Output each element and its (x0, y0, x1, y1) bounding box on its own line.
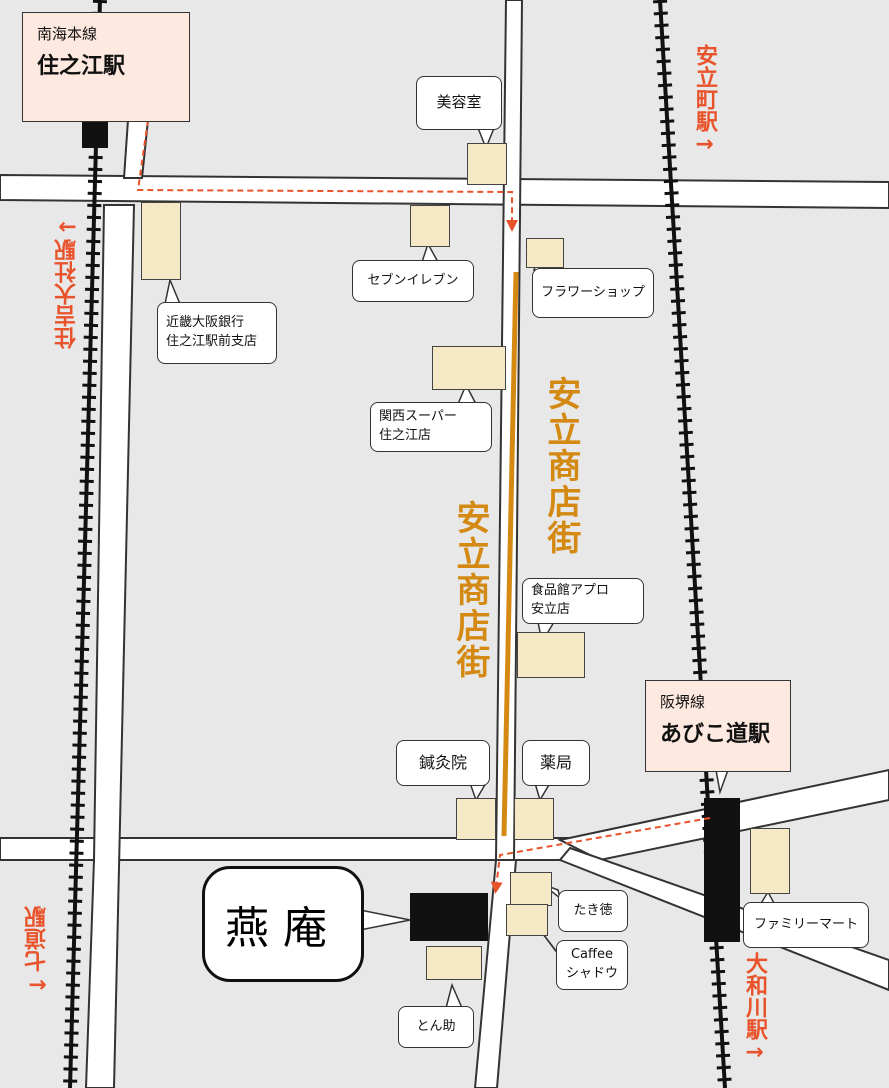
callout-tails (164, 127, 777, 1009)
building-yakkyoku (514, 798, 554, 840)
building-biyoushitsu (467, 143, 507, 185)
callout-family-mart: ファミリーマート (743, 902, 869, 948)
building-shinkyu (456, 798, 496, 840)
direction-yamatogawa: 大和川駅→ (742, 952, 767, 1065)
callout-flower-shop: フラワーショップ (532, 268, 654, 318)
callout-tonsuke: とん助 (398, 1006, 474, 1048)
direction-shichido: ←七道駅 (25, 906, 50, 997)
building-tonsuke (426, 946, 482, 980)
callout-yakkyoku: 薬局 (522, 740, 590, 786)
station-abiko-label: 阪堺線 あびこ道駅 (645, 680, 791, 772)
route-from-abiko (490, 817, 711, 894)
building-destination (410, 893, 488, 941)
street-label-right: 安立商店街 (541, 376, 581, 556)
callout-apuro: 食品館アプロ 安立店 (522, 578, 644, 624)
building-kinki-osaka-bank (141, 202, 181, 280)
road-left (84, 204, 136, 1088)
road-top (0, 173, 889, 210)
station-name: 住之江駅 (37, 54, 126, 79)
destination-label: 燕庵 (202, 866, 364, 982)
callout-shinkyu: 鍼灸院 (396, 740, 490, 786)
railway-nankai (63, 0, 107, 1088)
building-takitoku (510, 872, 552, 906)
building-family-mart (750, 828, 790, 894)
building-caffee-shadow (506, 904, 548, 936)
railways (63, 0, 740, 1088)
station-line-name: 阪堺線 (660, 693, 706, 711)
direction-anryu-machi: 安立町駅→ (692, 44, 717, 157)
callout-biyoushitsu: 美容室 (416, 76, 502, 130)
callout-kansai-super: 関西スーパー 住之江店 (370, 402, 492, 452)
building-apuro (517, 632, 585, 678)
route-from-sumiyoshi (136, 119, 518, 232)
callout-caffee-shadow: Caffee シャドウ (556, 940, 628, 990)
station-line-name: 南海本線 (37, 25, 98, 43)
building-flower-shop (526, 238, 564, 268)
callout-takitoku: たき徳 (558, 890, 628, 932)
building-seven-eleven (410, 205, 450, 247)
callout-seven-eleven: セブンイレブン (352, 260, 474, 302)
platform-abiko (704, 798, 740, 942)
road-center-lower (473, 859, 518, 1088)
station-name: あびこ道駅 (660, 722, 771, 747)
callout-kinki-osaka-bank: 近畿大阪銀行 住之江駅前支店 (157, 302, 277, 364)
direction-sumiyoshi-taisha: 住吉大社駅→ (55, 214, 80, 349)
platform-sumiyoshi (82, 120, 108, 148)
walking-route (136, 119, 711, 894)
station-sumiyoshi-label: 南海本線 住之江駅 (22, 12, 190, 122)
building-kansai-super (432, 346, 506, 390)
shopping-street-line (501, 271, 519, 837)
street-label-left: 安立商店街 (450, 500, 490, 680)
